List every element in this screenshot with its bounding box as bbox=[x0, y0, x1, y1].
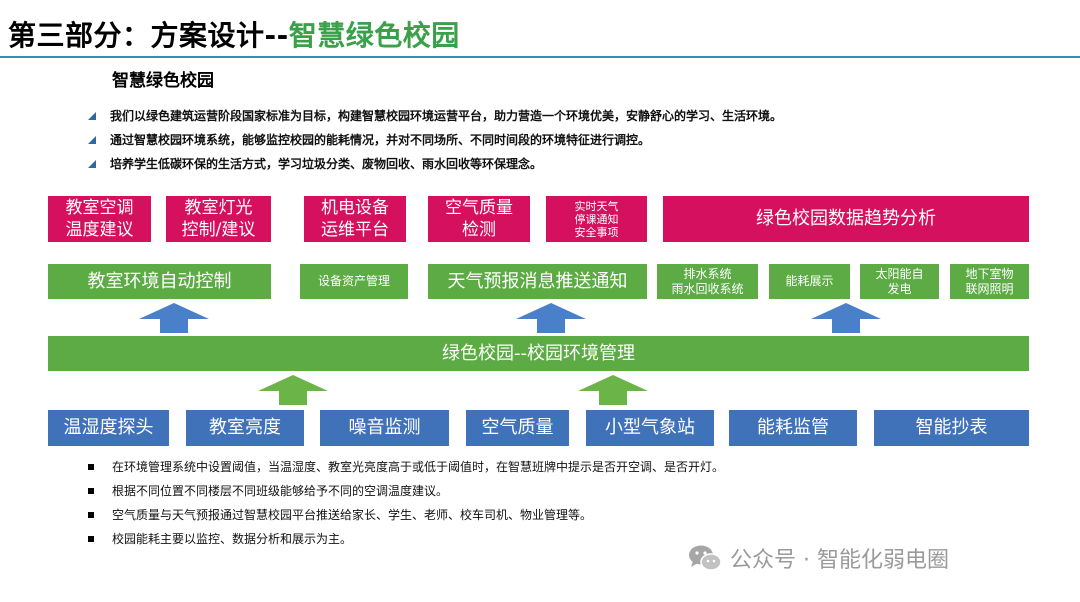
section-subtitle: 智慧绿色校园 bbox=[112, 71, 214, 91]
func-box-classroom-auto-control: 教室环境自动控制 bbox=[48, 264, 271, 299]
watermark-text: 公众号 · 智能化弱电圈 bbox=[730, 548, 949, 573]
sensor-box-energy-monitoring: 能耗监管 bbox=[729, 410, 857, 446]
square-bullet-icon bbox=[88, 488, 94, 494]
intro-text: 培养学生低碳环保的生活方式，学习垃圾分类、废物回收、雨水回收等环保理念。 bbox=[110, 157, 543, 171]
func-box-drainage-rainwater: 排水系统 雨水回收系统 bbox=[657, 264, 758, 299]
title-highlight: 智慧绿色校园 bbox=[288, 19, 460, 52]
sensor-box-classroom-brightness: 教室亮度 bbox=[186, 410, 304, 446]
title-divider bbox=[0, 56, 1080, 58]
func-box-asset-management: 设备资产管理 bbox=[300, 264, 408, 299]
note-item: 空气质量与天气预报通过智慧校园平台推送给家长、学生、老师、校车司机、物业管理等。 bbox=[86, 503, 724, 527]
func-box-weather-push: 天气预报消息推送通知 bbox=[428, 264, 647, 299]
square-bullet-icon bbox=[88, 464, 94, 470]
func-box-basement-iot-lighting: 地下室物 联网照明 bbox=[950, 264, 1029, 299]
up-arrow-icon bbox=[516, 303, 586, 333]
title-prefix: 第三部分：方案设计-- bbox=[8, 19, 289, 52]
func-box-energy-display: 能耗展示 bbox=[769, 264, 850, 299]
intro-text: 通过智慧校园环境系统，能够监控校园的能耗情况，并对不同场所、不同时间段的环境特征… bbox=[110, 133, 651, 147]
notes-list: 在环境管理系统中设置阈值，当温湿度、教室光亮度高于或低于阈值时，在智慧班牌中提示… bbox=[86, 455, 724, 551]
sensor-box-smart-meter: 智能抄表 bbox=[874, 410, 1029, 446]
app-box-ac-suggestion: 教室空调 温度建议 bbox=[48, 196, 151, 242]
app-box-weather-notice: 实时天气 停课通知 安全事项 bbox=[546, 196, 647, 242]
triangle-bullet-icon bbox=[88, 160, 96, 168]
up-arrow-icon bbox=[578, 375, 648, 405]
square-bullet-icon bbox=[88, 536, 94, 542]
up-arrow-icon bbox=[811, 303, 881, 333]
note-item: 在环境管理系统中设置阈值，当温湿度、教室光亮度高于或低于阈值时，在智慧班牌中提示… bbox=[86, 455, 724, 479]
sensor-box-air-quality: 空气质量 bbox=[466, 410, 569, 446]
square-bullet-icon bbox=[88, 512, 94, 518]
page-title: 第三部分：方案设计--智慧绿色校园 bbox=[8, 14, 460, 54]
up-arrow-icon bbox=[139, 303, 209, 333]
platform-bar: 绿色校园--校园环境管理 bbox=[48, 336, 1029, 371]
sensor-box-weather-station: 小型气象站 bbox=[586, 410, 714, 446]
app-box-lighting-control: 教室灯光 控制/建议 bbox=[166, 196, 271, 242]
wechat-icon bbox=[689, 545, 722, 571]
triangle-bullet-icon bbox=[88, 136, 96, 144]
note-text: 在环境管理系统中设置阈值，当温湿度、教室光亮度高于或低于阈值时，在智慧班牌中提示… bbox=[112, 460, 725, 474]
note-text: 空气质量与天气预报通过智慧校园平台推送给家长、学生、老师、校车司机、物业管理等。 bbox=[112, 508, 593, 522]
intro-item: 培养学生低碳环保的生活方式，学习垃圾分类、废物回收、雨水回收等环保理念。 bbox=[86, 152, 782, 176]
watermark: 公众号 · 智能化弱电圈 bbox=[688, 542, 949, 574]
triangle-bullet-icon bbox=[88, 112, 96, 120]
func-box-solar-power: 太阳能自 发电 bbox=[860, 264, 939, 299]
note-item: 校园能耗主要以监控、数据分析和展示为主。 bbox=[86, 527, 724, 551]
intro-item: 通过智慧校园环境系统，能够监控校园的能耗情况，并对不同场所、不同时间段的环境特征… bbox=[86, 128, 782, 152]
app-box-equipment-ops: 机电设备 运维平台 bbox=[304, 196, 406, 242]
intro-text: 我们以绿色建筑运营阶段国家标准为目标，构建智慧校园环境运营平台，助力营造一个环境… bbox=[110, 109, 783, 123]
up-arrow-icon bbox=[258, 375, 328, 405]
sensor-box-noise-monitoring: 噪音监测 bbox=[320, 410, 449, 446]
app-box-data-trend-analysis: 绿色校园数据趋势分析 bbox=[663, 196, 1029, 242]
intro-item: 我们以绿色建筑运营阶段国家标准为目标，构建智慧校园环境运营平台，助力营造一个环境… bbox=[86, 104, 782, 128]
intro-list: 我们以绿色建筑运营阶段国家标准为目标，构建智慧校园环境运营平台，助力营造一个环境… bbox=[86, 104, 782, 176]
note-item: 根据不同位置不同楼层不同班级能够给予不同的空调温度建议。 bbox=[86, 479, 724, 503]
note-text: 校园能耗主要以监控、数据分析和展示为主。 bbox=[112, 532, 353, 546]
sensor-box-temp-humidity: 温湿度探头 bbox=[48, 410, 169, 446]
note-text: 根据不同位置不同楼层不同班级能够给予不同的空调温度建议。 bbox=[112, 484, 449, 498]
app-box-air-quality-detection: 空气质量 检测 bbox=[428, 196, 530, 242]
